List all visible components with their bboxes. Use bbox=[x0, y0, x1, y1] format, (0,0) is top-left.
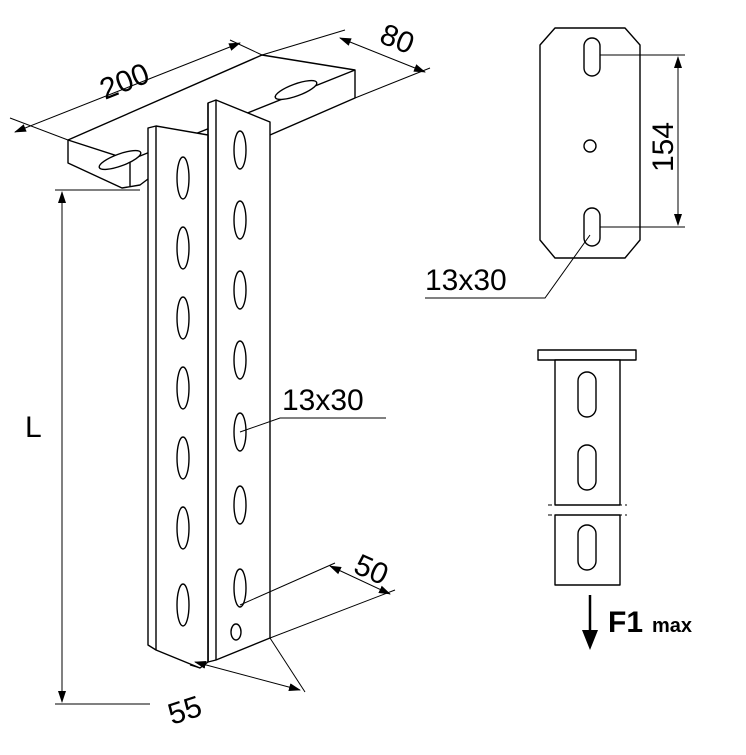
channel-profile bbox=[147, 99, 271, 669]
load-subscript: max bbox=[652, 615, 692, 637]
slot-size-channel-label: 13x30 bbox=[282, 384, 364, 417]
dim-200-label: 200 bbox=[95, 57, 154, 106]
plate-top-view: 154 13x30 bbox=[425, 27, 685, 299]
dim-line-50 bbox=[329, 565, 391, 595]
load-label: F1 bbox=[608, 606, 643, 639]
dim-line-80 bbox=[339, 37, 426, 73]
side-view bbox=[537, 349, 637, 586]
isometric-view: 200 80 L 13x30 50 55 bbox=[9, 18, 431, 732]
slot-size-plate-label: 13x30 bbox=[425, 264, 507, 297]
dim-154-label: 154 bbox=[647, 122, 680, 172]
dim-line-55 bbox=[194, 660, 301, 692]
load-arrow: F1 max bbox=[582, 595, 692, 650]
dim-L-label: L bbox=[25, 411, 42, 444]
dim-line-200 bbox=[14, 42, 241, 133]
dim-50-label: 50 bbox=[349, 548, 393, 592]
arrow-down-icon bbox=[582, 630, 598, 650]
dim-55-label: 55 bbox=[164, 690, 206, 732]
